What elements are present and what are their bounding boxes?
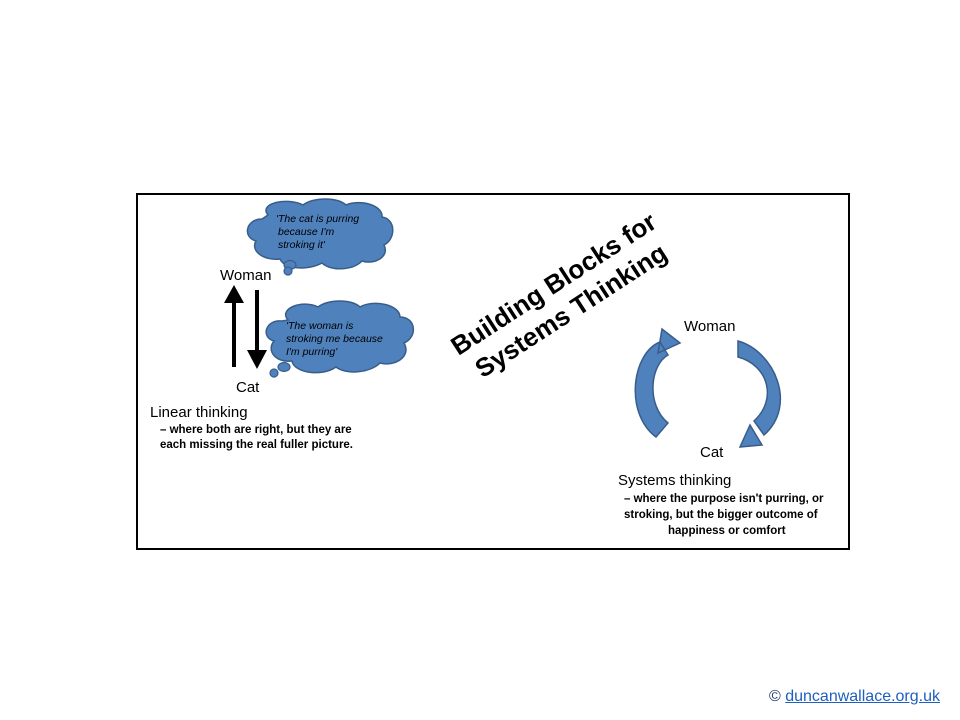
systems-woman-label: Woman <box>684 318 735 335</box>
cat-thought-line-1: 'The woman is <box>286 320 354 332</box>
linear-description-line-1: – where both are right, but they are <box>160 424 352 436</box>
copyright-symbol: © <box>768 688 781 705</box>
cycle-arrow-left <box>634 327 682 439</box>
woman-thought-line-2: because I'm <box>278 226 335 238</box>
systems-cat-label: Cat <box>700 444 724 461</box>
linear-down-arrow <box>247 290 267 369</box>
website-link[interactable]: duncanwallace.org.uk <box>785 688 940 705</box>
cat-thought-line-3: I'm purring' <box>286 346 338 358</box>
woman-thought-line-1: 'The cat is purring <box>276 213 359 225</box>
linear-description-line-2: each missing the real fuller picture. <box>160 439 353 451</box>
systems-description-line-3: happiness or comfort <box>668 525 786 537</box>
linear-woman-label: Woman <box>220 267 271 284</box>
cat-thought-cloud: 'The woman is stroking me because I'm pu… <box>265 300 414 378</box>
woman-thought-cloud: 'The cat is purring because I'm stroking… <box>246 198 394 276</box>
systems-thinking-heading: Systems thinking <box>618 472 731 489</box>
footer-credit: © duncanwallace.org.uk <box>769 688 940 706</box>
linear-thinking-heading: Linear thinking <box>150 404 248 421</box>
systems-description-line-2: stroking, but the bigger outcome of <box>624 509 818 521</box>
cat-thought-line-2: stroking me because <box>286 333 383 345</box>
systems-description-line-1: – where the purpose isn't purring, or <box>624 493 824 505</box>
diagram-frame: 'The cat is purring because I'm stroking… <box>136 193 850 550</box>
cycle-arrow-right <box>737 340 782 448</box>
woman-thought-line-3: stroking it' <box>278 239 326 251</box>
linear-cat-label: Cat <box>236 379 260 396</box>
linear-up-arrow <box>224 285 244 367</box>
systems-thinking-diagram: 'The cat is purring because I'm stroking… <box>150 198 824 537</box>
